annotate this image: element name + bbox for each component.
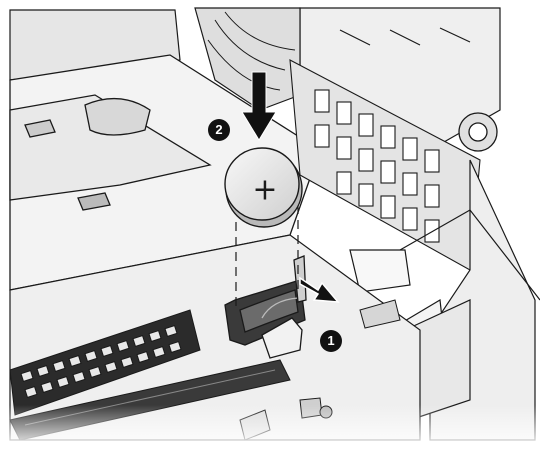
- coin-cell-battery: [224, 147, 303, 228]
- rear-grill: [289, 59, 481, 271]
- battery-polarity-label: +: [252, 173, 277, 208]
- padlock-loop: [458, 112, 498, 152]
- insertion-guides: [235, 205, 299, 312]
- step-1-badge: 1: [320, 330, 342, 352]
- drive-cage: [9, 7, 501, 151]
- power-connector: [9, 309, 201, 416]
- fan: [194, 7, 301, 111]
- press-arrow: [241, 71, 277, 141]
- step-2-badge: 2: [208, 119, 230, 141]
- bottom-fade: [0, 405, 540, 450]
- pull-arrow: [299, 276, 340, 303]
- battery-holder: [224, 279, 306, 346]
